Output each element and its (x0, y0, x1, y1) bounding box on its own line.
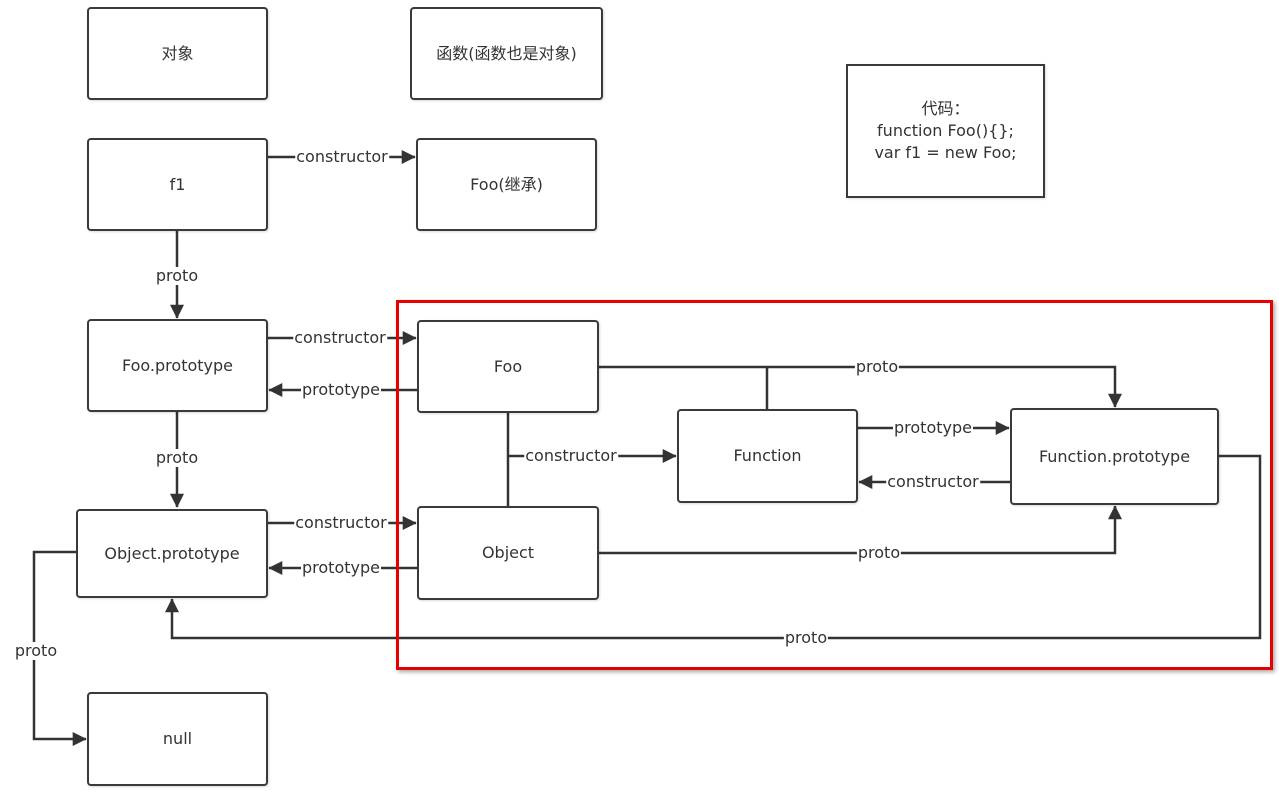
edge-label-objectprototype-proto-null: proto (13, 641, 59, 660)
edge-label-foo-object-constructor: constructor (524, 446, 618, 465)
edge-label-object-proto: proto (856, 543, 902, 562)
node-code-note: 代码： function Foo(){}; var f1 = new Foo; (846, 64, 1045, 198)
node-label: f1 (169, 174, 186, 194)
node-foo-prototype: Foo.prototype (87, 319, 268, 412)
edge-label-foo-proto: proto (854, 357, 900, 376)
node-label: Foo (493, 356, 523, 376)
node-label: Function.prototype (1038, 446, 1191, 466)
edge-object-proto-functionprototype (598, 505, 1122, 555)
node-function-prototype: Function.prototype (1010, 408, 1219, 505)
edge-label-fooprototype-constructor: constructor (293, 328, 387, 347)
highlight-frame (396, 300, 1273, 670)
edge-label-f1-constructor: constructor (295, 147, 389, 166)
edge-label-objectprototype-constructor: constructor (294, 513, 388, 532)
edge-label-functionprototype-constructor: constructor (886, 472, 980, 491)
edge-label-function-prototype: prototype (893, 418, 973, 437)
edge-label-fooprototype-proto: proto (154, 448, 200, 467)
node-label: Object (481, 543, 535, 562)
node-f1: f1 (87, 138, 268, 231)
node-label: 函数(函数也是对象) (436, 43, 577, 63)
node-object-prototype: Object.prototype (76, 509, 268, 598)
edge-label-foo-prototype: prototype (301, 380, 381, 399)
node-legend-function: 函数(函数也是对象) (410, 7, 603, 100)
node-label: 对象 (161, 43, 194, 63)
node-foo: Foo (417, 320, 599, 413)
edge-label-f1-proto: proto (154, 266, 200, 285)
node-label: null (162, 729, 193, 748)
edge-foo-proto-functionprototype (598, 365, 1122, 408)
node-legend-object: 对象 (87, 7, 268, 100)
node-function: Function (677, 409, 858, 503)
node-label: Foo(继承) (470, 174, 543, 194)
edge-label-functionprototype-proto: proto (783, 628, 829, 647)
edge-label-object-prototype: prototype (301, 558, 381, 577)
node-label: Object.prototype (104, 543, 240, 563)
node-label: Function (733, 446, 802, 465)
node-null: null (87, 692, 268, 786)
node-label: Foo.prototype (122, 355, 233, 375)
node-object: Object (417, 506, 599, 600)
node-foo-inherit: Foo(继承) (416, 138, 597, 231)
code-text: 代码： function Foo(){}; var f1 = new Foo; (874, 99, 1017, 162)
edge-functionprototype-proto-objectprototype (165, 454, 1262, 640)
